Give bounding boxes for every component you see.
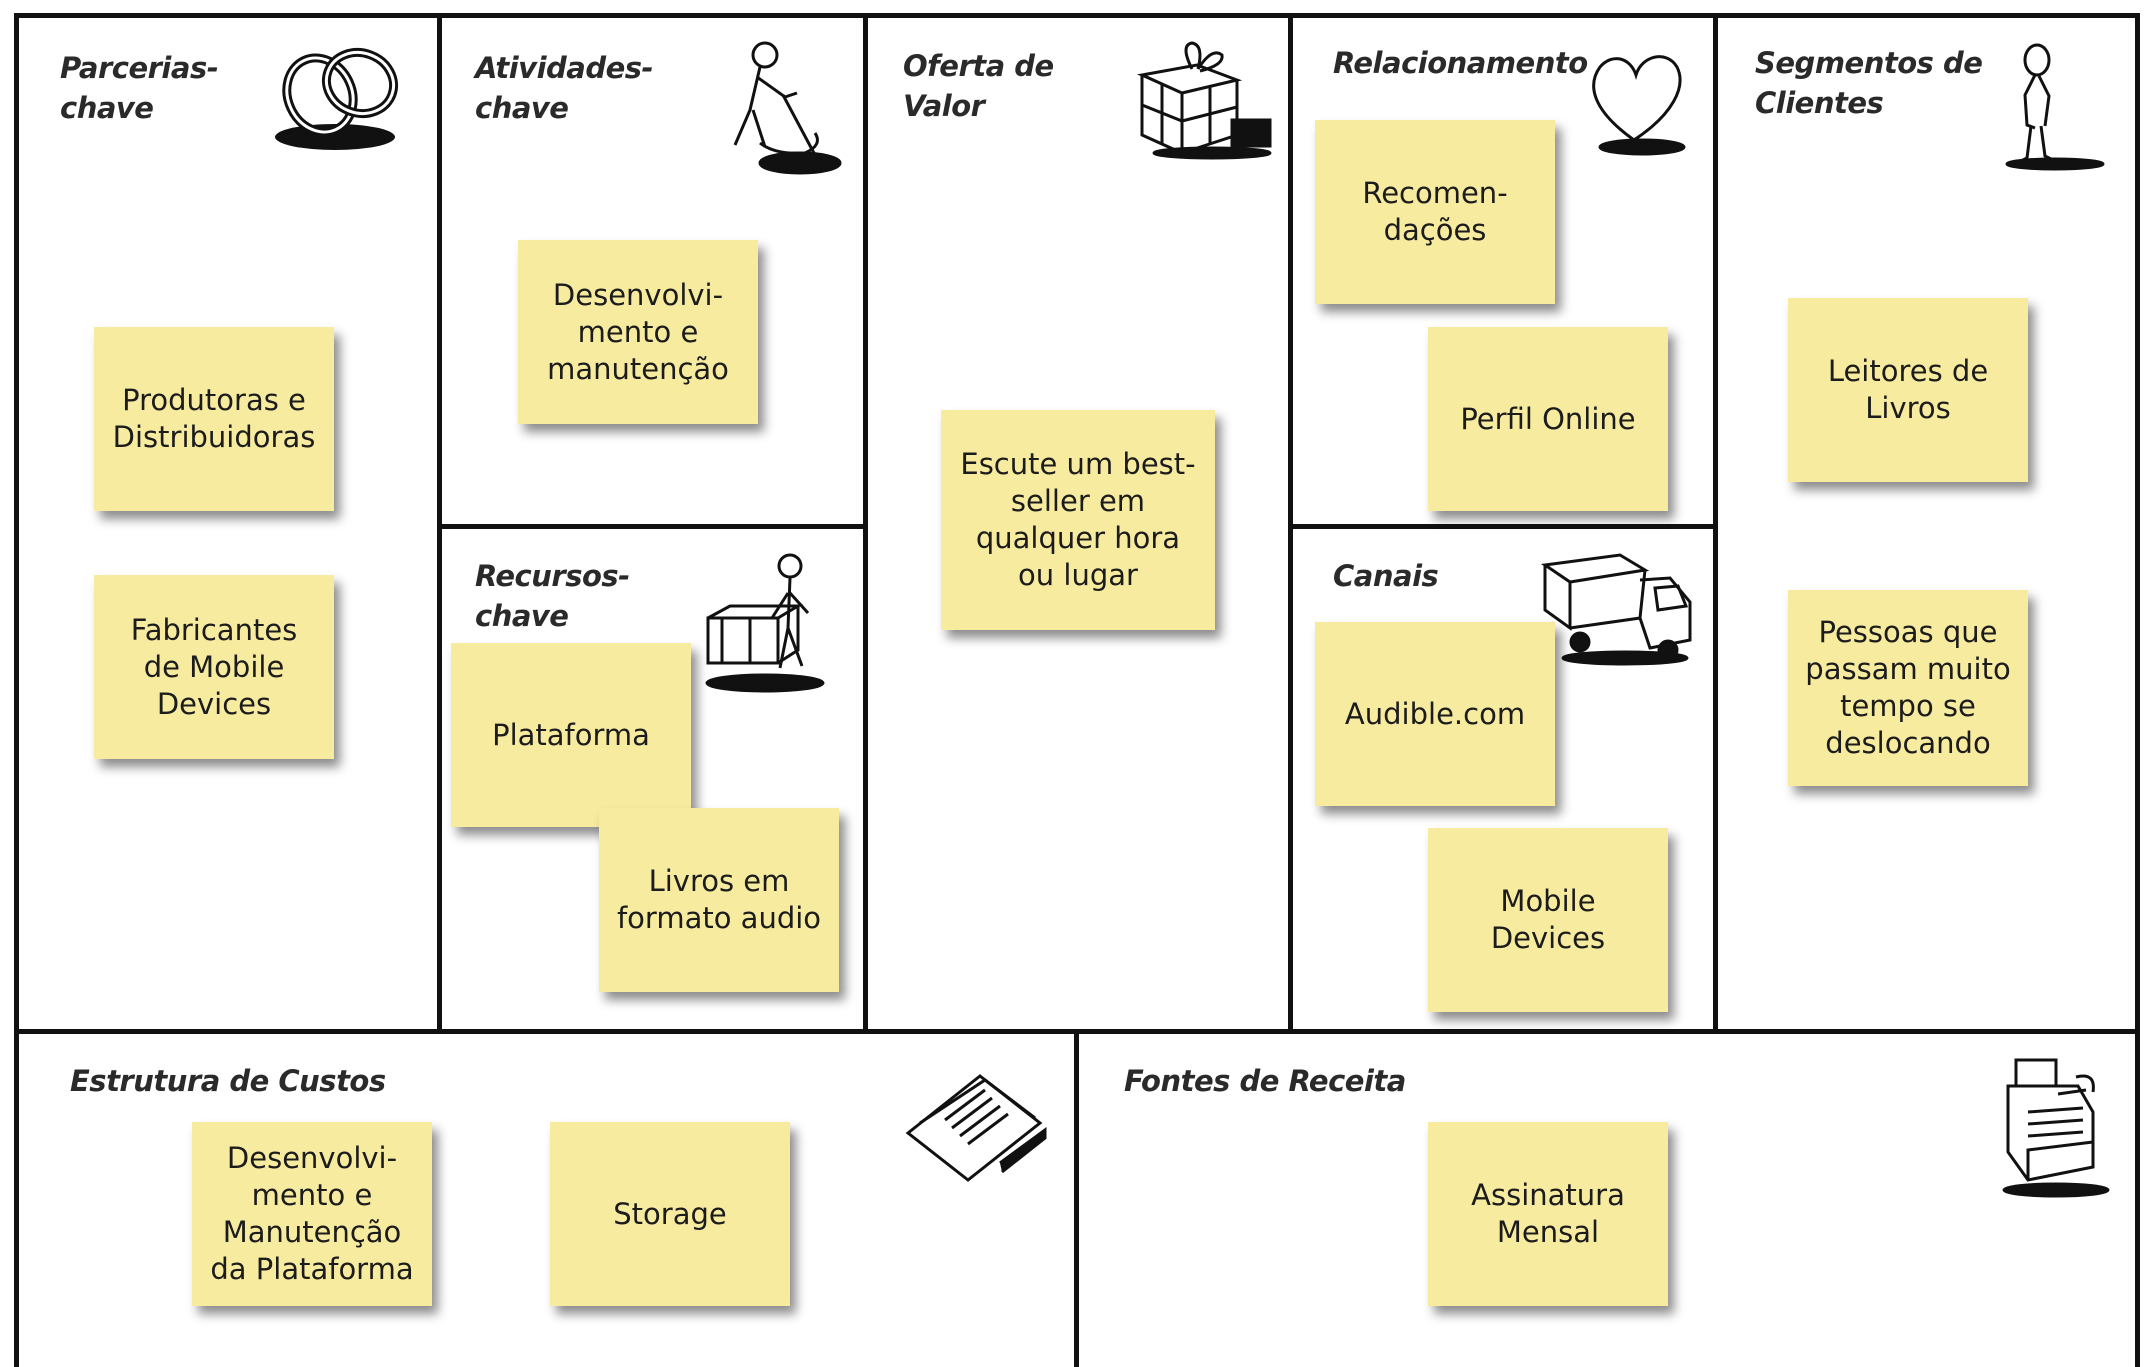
note-leitores: Leitores de Livros [1788, 298, 2028, 482]
note-recomendacoes: Recomen- dações [1315, 120, 1555, 304]
divider-col-2 [863, 13, 868, 1031]
divider-relationship-channels [1290, 524, 1715, 529]
block-title-revenue-streams: Fontes de Receita [1124, 1064, 1406, 1098]
person-crate-icon [700, 548, 845, 708]
note-pessoas-deslocando: Pessoas que passam muito tempo se desloc… [1788, 590, 2028, 786]
heart-icon [1582, 45, 1692, 160]
divider-activities-resources [439, 524, 865, 529]
frame-left [14, 13, 19, 1367]
block-title-key-resources: Recursos- chave [475, 559, 630, 633]
note-audible: Audible.com [1315, 622, 1555, 806]
truck-icon [1540, 550, 1695, 675]
block-title-channels: Canais [1333, 559, 1439, 593]
divider-col-4 [1713, 13, 1718, 1031]
worker-icon [705, 35, 845, 180]
note-assinatura-mensal: Assinatura Mensal [1428, 1122, 1668, 1306]
cash-register-icon [1998, 1052, 2113, 1202]
block-title-customer-relationships: Relacionamento [1333, 46, 1588, 80]
note-livros-audio: Livros em formato audio [599, 808, 839, 992]
block-title-key-activities: Atividades- chave [475, 51, 654, 125]
note-escute-bestseller: Escute um best- seller em qualquer hora … [941, 410, 1215, 630]
rings-icon [265, 35, 413, 155]
frame-top [14, 13, 2140, 18]
note-dev-manutencao-plataforma: Desenvolvi- mento e Manutenção da Plataf… [192, 1122, 432, 1306]
divider-bottom [1074, 1031, 1079, 1367]
divider-col-3 [1288, 13, 1293, 1031]
divider-col-1 [437, 13, 442, 1031]
paper-stack-icon [900, 1068, 1050, 1183]
block-title-customer-segments: Segmentos de Clientes [1755, 46, 1983, 120]
frame-right [2135, 13, 2140, 1367]
note-plataforma: Plataforma [451, 643, 691, 827]
note-storage: Storage [550, 1122, 790, 1306]
note-fabricantes: Fabricantes de Mobile Devices [94, 575, 334, 759]
block-title-key-partners: Parcerias- chave [60, 51, 219, 125]
block-title-cost-structure: Estrutura de Custos [70, 1064, 386, 1098]
note-perfil-online: Perfil Online [1428, 327, 1668, 511]
note-produtoras: Produtoras e Distribuidoras [94, 327, 334, 511]
block-title-value-proposition: Oferta de Valor [903, 49, 1054, 123]
person-icon [2005, 40, 2115, 175]
note-desenvolvimento: Desenvolvi- mento e manutenção [518, 240, 758, 424]
note-mobile-devices: Mobile Devices [1428, 828, 1668, 1012]
gift-icon [1132, 35, 1277, 160]
